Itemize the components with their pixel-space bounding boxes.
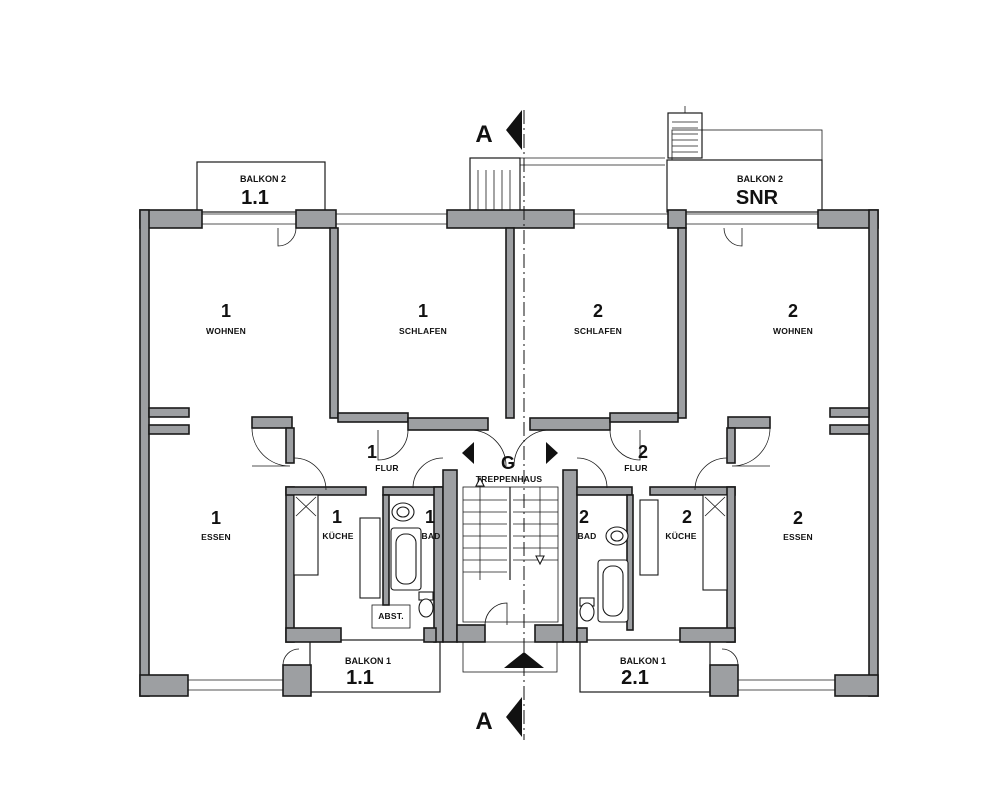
room-label: SCHLAFEN (574, 326, 622, 336)
toilet-right (579, 597, 595, 622)
entrance-arrow-icon (504, 652, 544, 668)
section-mark-top: A (475, 121, 492, 148)
kitchen-counter-right (639, 494, 728, 591)
stairwell-arrow-left-icon (462, 442, 474, 464)
section-arrow-bottom-icon (506, 697, 522, 737)
section-line: A A (475, 110, 544, 740)
stairwell-arrow-right-icon (546, 442, 558, 464)
room-number: 2 (638, 442, 648, 462)
balcony-top-right-number: SNR (736, 187, 779, 209)
room-label: WOHNEN (773, 326, 813, 336)
balcony-top-right: BALKON 2 SNR (666, 129, 823, 213)
room-label: FLUR (624, 463, 647, 473)
room-number: 2 (682, 507, 692, 527)
room-label: KÜCHE (322, 531, 353, 541)
balcony-bottom-left-number: 1.1 (346, 667, 374, 689)
balcony-top-left-number: 1.1 (241, 187, 269, 209)
exterior-walls (139, 209, 879, 697)
room-number: 1 (418, 301, 428, 321)
external-stair-top (469, 157, 665, 213)
room-kueche-2: 2 KÜCHE (665, 507, 696, 541)
balcony-bottom-right-number: 2.1 (621, 667, 649, 689)
bathtub-left (390, 527, 422, 591)
balcony-top-left: BALKON 2 1.1 (196, 161, 326, 213)
balcony-bottom-left-label: BALKON 1 (345, 656, 391, 666)
section-mark-bottom: A (475, 708, 492, 735)
room-wohnen-1: 1 WOHNEN (206, 301, 246, 336)
room-label: WOHNEN (206, 326, 246, 336)
balcony-top-left-label: BALKON 2 (240, 174, 286, 184)
balcony-bottom-right-label: BALKON 1 (620, 656, 666, 666)
room-label: ESSEN (201, 532, 231, 542)
room-flur-1: 1 FLUR (367, 442, 399, 473)
room-number: 1 (221, 301, 231, 321)
room-number: 2 (593, 301, 603, 321)
room-treppenhaus: G TREPPENHAUS (476, 453, 543, 484)
interior-walls (148, 227, 870, 643)
external-stair-top-right (667, 106, 703, 159)
room-label: FLUR (375, 463, 398, 473)
section-arrow-top-icon (506, 110, 522, 150)
room-label: BAD (577, 531, 596, 541)
room-label: KÜCHE (665, 531, 696, 541)
bathtub-right (597, 559, 629, 623)
room-bad-2: 2 BAD (577, 507, 596, 541)
sink-right (605, 526, 629, 546)
room-schlafen-2: 2 SCHLAFEN (574, 301, 622, 336)
balcony-top-right-label: BALKON 2 (737, 174, 783, 184)
room-schlafen-1: 1 SCHLAFEN (399, 301, 447, 336)
room-abst-label: ABST. (378, 611, 404, 621)
balcony-bottom-right: BALKON 1 2.1 (579, 639, 711, 693)
room-number: 1 (425, 507, 435, 527)
room-number: 1 (367, 442, 377, 462)
room-bad-1: 1 BAD (421, 507, 440, 541)
room-number: 2 (579, 507, 589, 527)
room-essen-1: 1 ESSEN (201, 508, 231, 542)
door-swings (251, 227, 771, 666)
sink-left (391, 502, 415, 522)
room-label: ESSEN (783, 532, 813, 542)
room-number: 2 (793, 508, 803, 528)
room-label: BAD (421, 531, 440, 541)
room-label: SCHLAFEN (399, 326, 447, 336)
room-label: TREPPENHAUS (476, 474, 543, 484)
room-number: 1 (211, 508, 221, 528)
room-wohnen-2: 2 WOHNEN (773, 301, 813, 336)
room-kueche-1: 1 KÜCHE (322, 507, 353, 541)
room-number: 2 (788, 301, 798, 321)
room-number: 1 (332, 507, 342, 527)
toilet-left (418, 591, 434, 618)
room-essen-2: 2 ESSEN (783, 508, 813, 542)
room-flur-2: 2 FLUR (624, 442, 648, 473)
balcony-bottom-left: BALKON 1 1.1 (309, 639, 441, 693)
room-number: G (501, 453, 515, 473)
kitchen-counter-left (293, 494, 381, 599)
storage-room (371, 604, 411, 629)
staircase (462, 476, 559, 673)
